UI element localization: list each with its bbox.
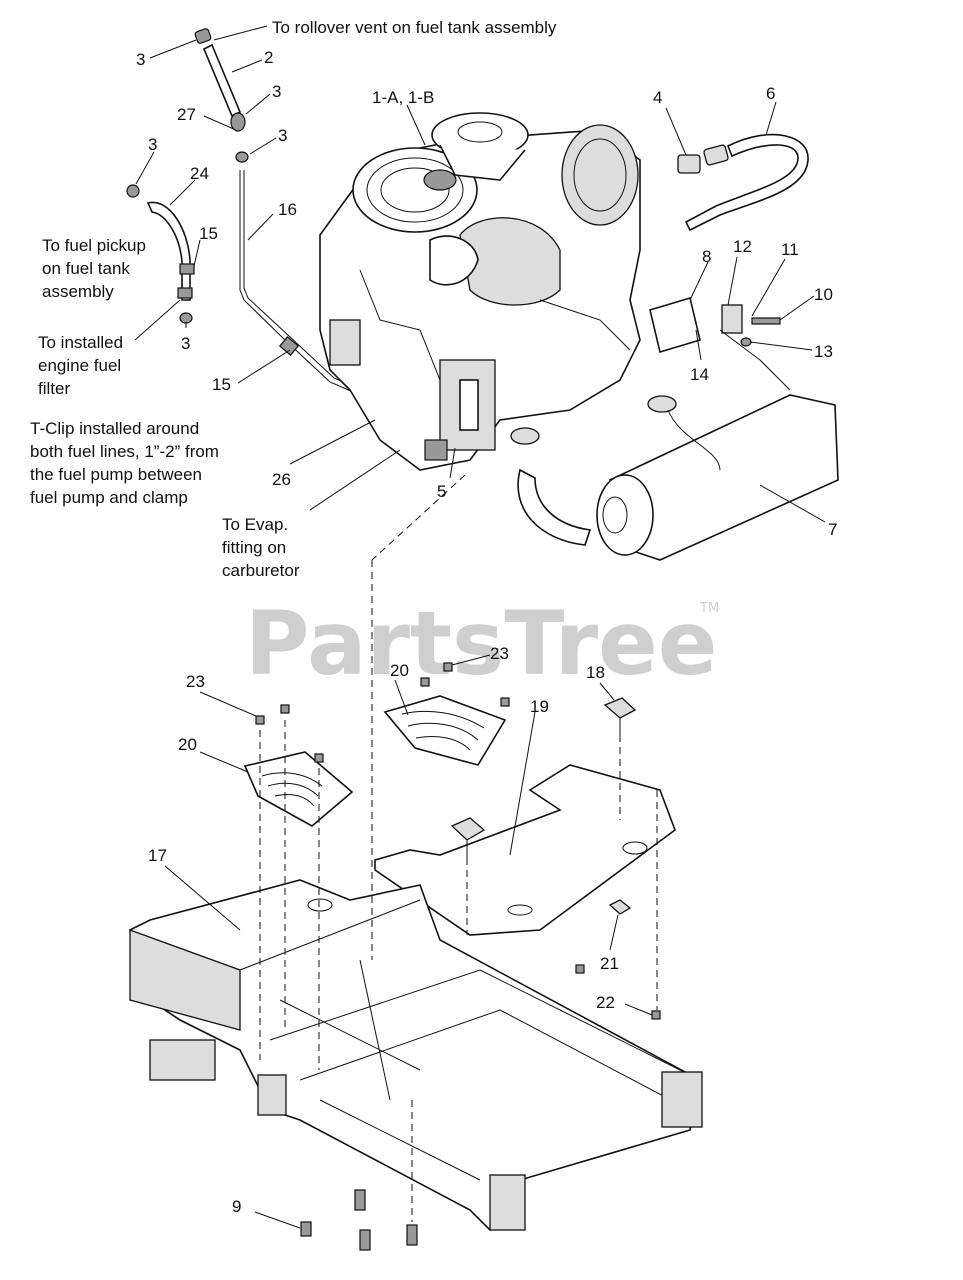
callout-15: 15 (212, 375, 231, 394)
callout-labels: 1-A, 1-B 2 3 3 3 3 3 4 5 6 7 8 9 10 11 1… (136, 48, 837, 1216)
callout-10: 10 (814, 285, 833, 304)
note-line: T-Clip installed around (30, 419, 199, 438)
callout-20: 20 (390, 661, 409, 680)
callout-3: 3 (148, 135, 157, 154)
mount-plate (374, 764, 676, 936)
callout-22: 22 (596, 993, 615, 1012)
callout-9: 9 (232, 1197, 241, 1216)
callout-19: 19 (530, 697, 549, 716)
callout-engine: 1-A, 1-B (372, 88, 434, 107)
note-line: carburetor (222, 561, 300, 580)
callout-12: 12 (733, 237, 752, 256)
callout-14: 14 (690, 365, 709, 384)
callout-3: 3 (278, 126, 287, 145)
callout-3: 3 (272, 82, 281, 101)
callout-5: 5 (437, 482, 446, 501)
callout-6: 6 (766, 84, 775, 103)
partstree-watermark: PartsTree (245, 592, 717, 695)
callout-20: 20 (178, 735, 197, 754)
note-line: fuel pump and clamp (30, 488, 188, 507)
callout-23: 23 (186, 672, 205, 691)
trademark-mark: TM (699, 601, 719, 616)
callout-18: 18 (586, 663, 605, 682)
frame-assembly (129, 879, 703, 1232)
hardware-screws (255, 662, 661, 1251)
shim-plate-right (383, 695, 507, 766)
callout-15: 15 (199, 224, 218, 243)
callout-3: 3 (181, 334, 190, 353)
callout-26: 26 (272, 470, 291, 489)
alignment-lines (259, 474, 658, 1222)
note-t-clip: T-Clip installed around both fuel lines,… (30, 419, 219, 507)
engine-assembly (319, 112, 641, 471)
note-engine-filter: To installed engine fuel filter (38, 333, 123, 398)
note-line: both fuel lines, 1”-2” from (30, 442, 219, 461)
note-fuel-pickup: To fuel pickup on fuel tank assembly (42, 236, 146, 301)
note-line: on fuel tank (42, 259, 130, 278)
leader-lines (134, 25, 826, 1229)
callout-13: 13 (814, 342, 833, 361)
callout-11: 11 (781, 240, 799, 259)
shim-plate-left (243, 751, 354, 827)
note-line: assembly (42, 282, 114, 301)
callout-23: 23 (490, 644, 509, 663)
fuel-fitting-and-hose (677, 133, 809, 232)
knob-parts (450, 697, 637, 915)
note-line: To fuel pickup (42, 236, 146, 255)
fuel-pickup-hose (126, 184, 195, 324)
callout-24: 24 (190, 164, 209, 183)
note-line: To Evap. (222, 515, 288, 534)
note-line: To installed (38, 333, 123, 352)
callout-3: 3 (136, 50, 145, 69)
callout-16: 16 (278, 200, 297, 219)
note-line: filter (38, 379, 70, 398)
callout-2: 2 (264, 48, 273, 67)
callout-21: 21 (600, 954, 619, 973)
note-rollover-vent: To rollover vent on fuel tank assembly (272, 18, 557, 37)
note-line: fitting on (222, 538, 286, 557)
callout-17: 17 (148, 846, 167, 865)
callout-7: 7 (828, 520, 837, 539)
note-line: engine fuel (38, 356, 121, 375)
callout-8: 8 (702, 247, 711, 266)
callout-4: 4 (653, 88, 662, 107)
callout-27: 27 (177, 105, 196, 124)
note-line: the fuel pump between (30, 465, 202, 484)
note-evap: To Evap. fitting on carburetor (222, 515, 300, 580)
muffler-assembly (510, 296, 839, 561)
